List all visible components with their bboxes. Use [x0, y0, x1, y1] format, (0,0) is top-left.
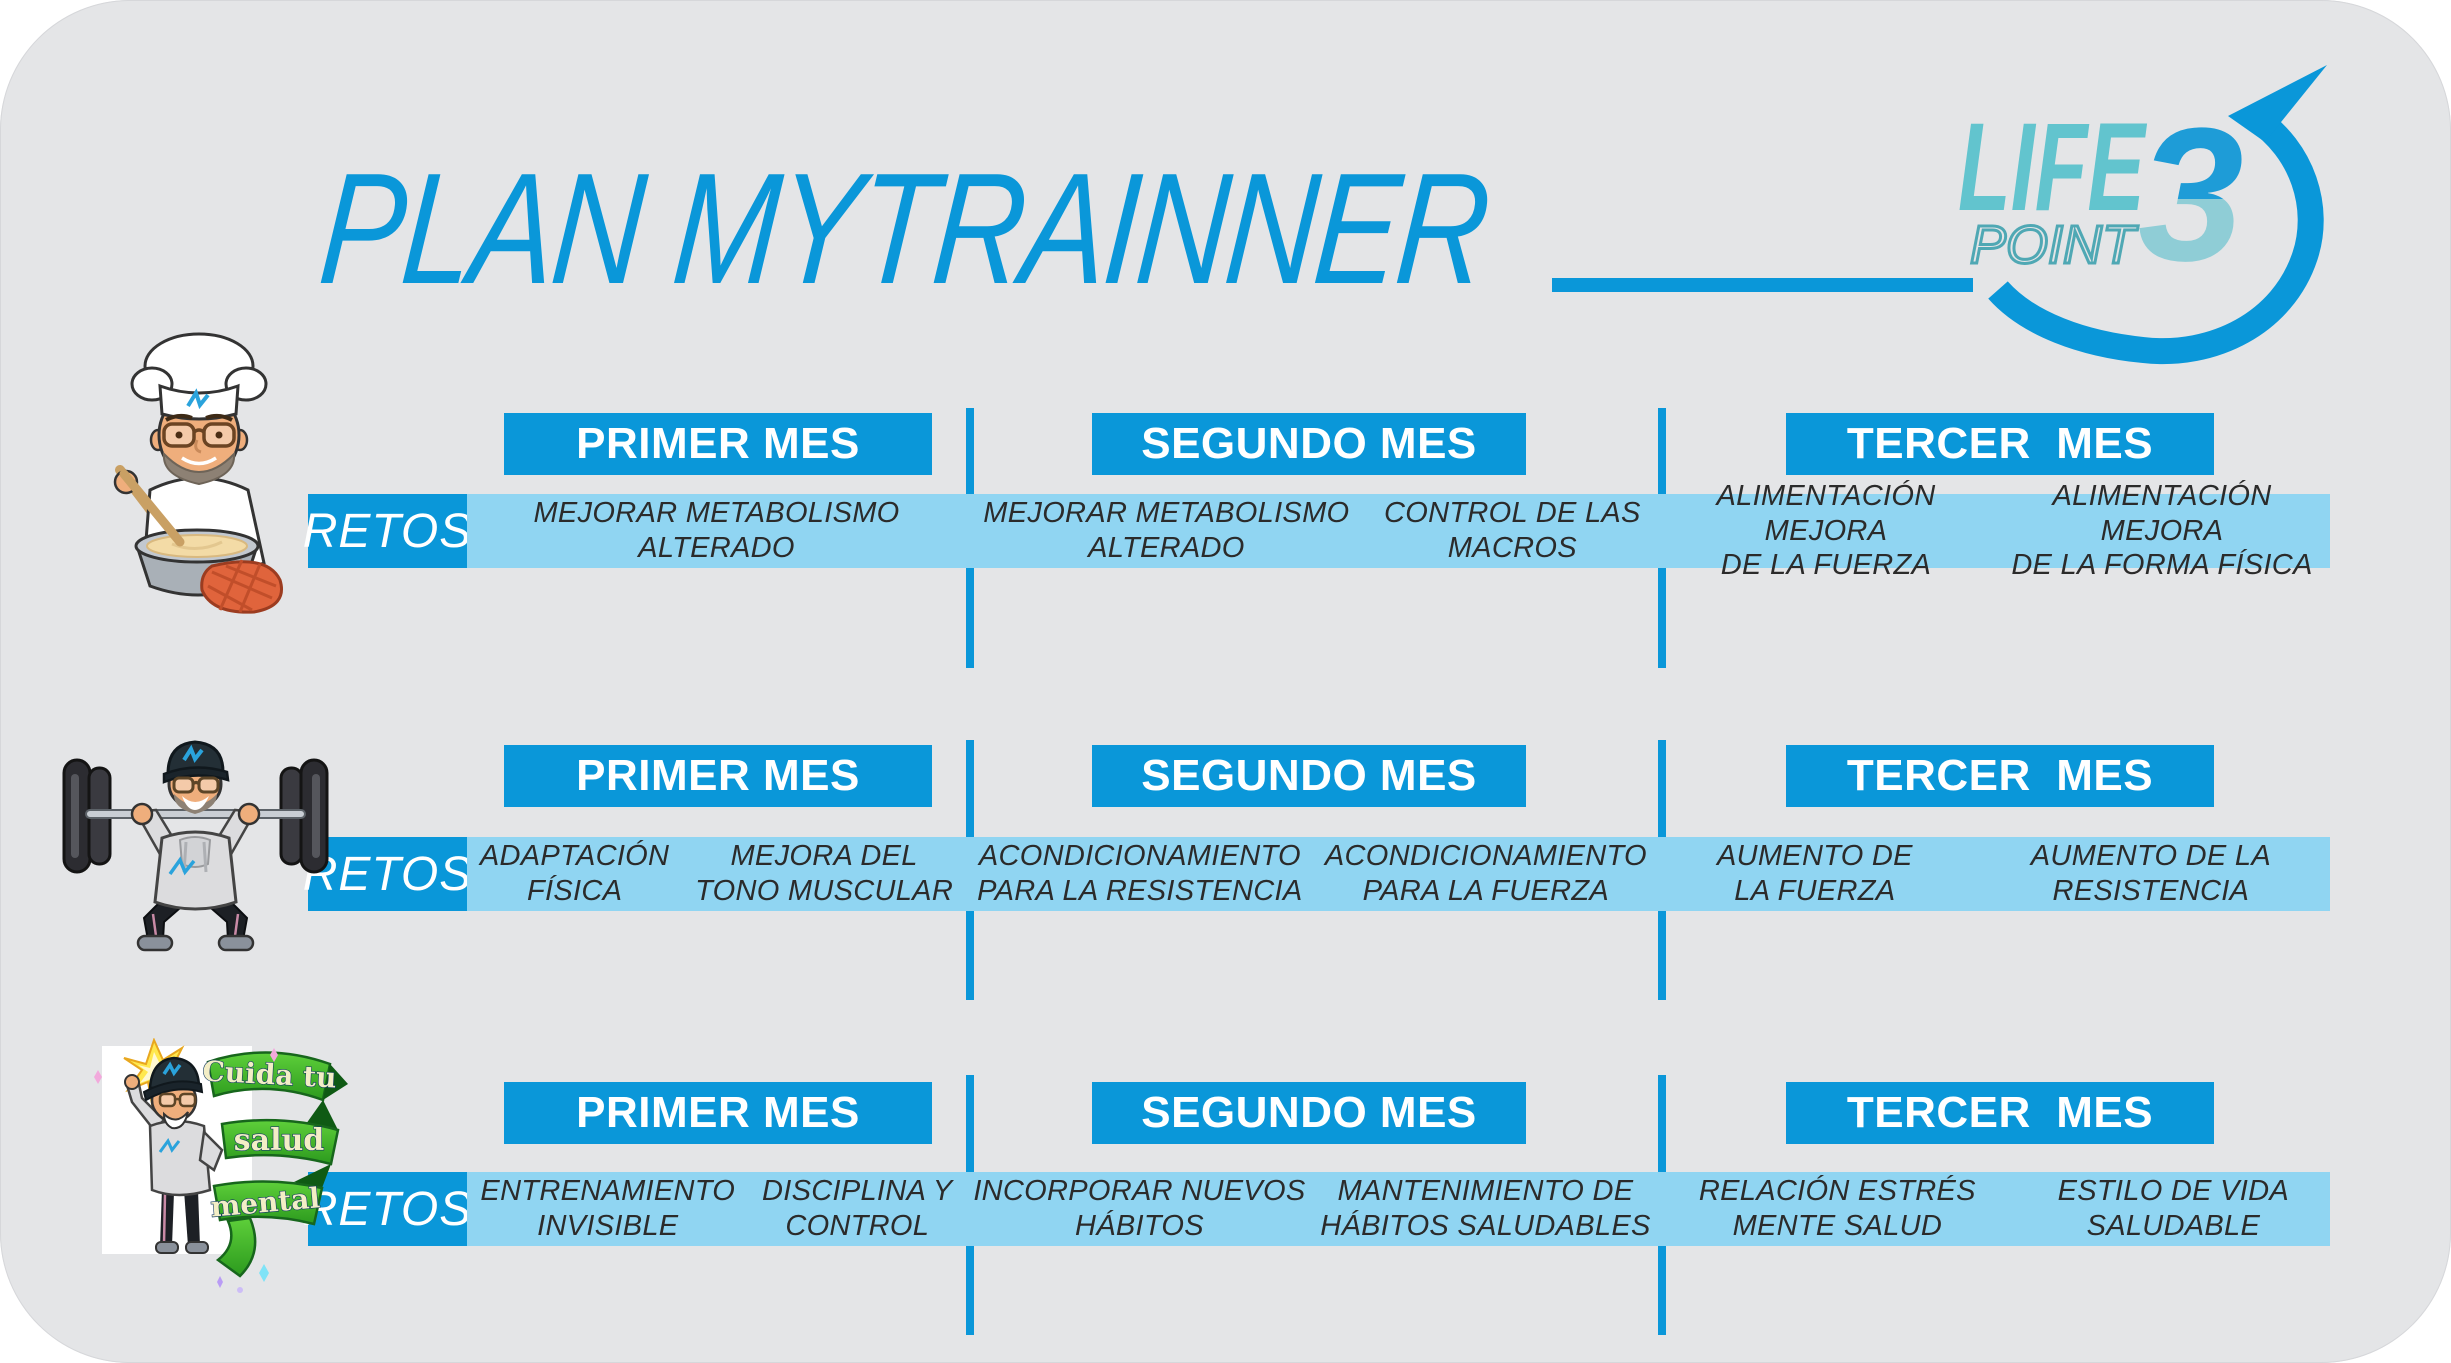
ribbon-line-2: salud	[234, 1123, 325, 1158]
swoosh-icon	[1988, 65, 2327, 365]
brand-mark-icon	[186, 388, 210, 410]
lifepoint3-logo: LIFE POINT 3	[1958, 65, 2327, 365]
weightlifter-squat-icon	[62, 740, 329, 952]
page-title: PLAN MYTRAINNER	[313, 141, 1494, 317]
brand-mark-icon	[168, 856, 196, 876]
logo-life-text: LIFE	[1958, 98, 2147, 237]
logo-number-3: 3	[2138, 89, 2244, 301]
title-underline	[1552, 278, 1973, 292]
mental-health-sticker-icon: Cuida tu salud mental	[94, 1038, 348, 1293]
brand-mark-icon	[162, 1061, 182, 1077]
ribbon-line-1: Cuida tu	[202, 1055, 338, 1095]
brand-mark-icon	[182, 744, 204, 763]
logo-point-text: POINT	[1970, 215, 2139, 275]
chef-cooking-icon	[113, 332, 283, 614]
ribbon-banner: Cuida tu salud mental	[201, 1051, 348, 1278]
brand-mark-icon	[158, 1138, 181, 1153]
